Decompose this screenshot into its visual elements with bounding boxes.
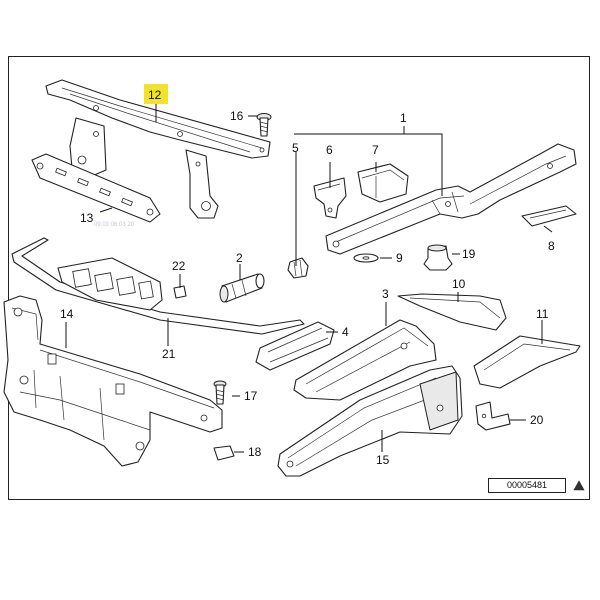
callout-9[interactable]: 9 [396, 251, 403, 265]
part-17-bolt[interactable] [213, 380, 227, 405]
callout-17[interactable]: 17 [244, 389, 258, 403]
part-9-washer[interactable] [353, 253, 379, 263]
part-18-nut[interactable] [213, 445, 235, 461]
callout-15[interactable]: 15 [376, 453, 390, 467]
callout-3[interactable]: 3 [382, 287, 389, 301]
leader-lines [65, 104, 553, 453]
callout-14[interactable]: 14 [60, 307, 74, 321]
part-1-side-rail[interactable] [325, 143, 577, 255]
callout-5[interactable]: 5 [292, 141, 299, 155]
part-5-clip[interactable] [287, 257, 309, 279]
callout-22[interactable]: 22 [172, 259, 186, 273]
part-8-plate[interactable] [521, 205, 577, 227]
callout-20[interactable]: 20 [530, 413, 544, 427]
part-21-trim-strip[interactable] [11, 237, 305, 335]
part-20-angle-bracket[interactable] [475, 401, 511, 431]
part-16-bolt[interactable] [256, 113, 272, 137]
callout-2[interactable]: 2 [236, 251, 243, 265]
part-3-lower-rail[interactable] [293, 319, 437, 401]
diagram-number: 00005481 [488, 478, 566, 493]
part-10-arch-panel[interactable] [397, 293, 507, 331]
part-12-upper-support[interactable] [45, 79, 271, 219]
callout-18[interactable]: 18 [248, 445, 262, 459]
part-13-bracket[interactable] [31, 153, 161, 223]
callout-8[interactable]: 8 [548, 239, 555, 253]
callout-16[interactable]: 16 [230, 109, 244, 123]
callout-7[interactable]: 7 [372, 143, 379, 157]
callout-13[interactable]: 13 [80, 211, 94, 225]
callout-19[interactable]: 19 [462, 247, 476, 261]
part-4-channel[interactable] [255, 321, 335, 371]
callout-6[interactable]: 6 [326, 143, 333, 157]
part-14-front-apron[interactable] [3, 295, 223, 467]
callout-labels: 12 16 1 5 6 7 13 8 2 9 19 22 10 3 14 11 … [60, 84, 555, 467]
part-22-clip[interactable] [173, 285, 187, 299]
callout-12[interactable]: 12 [148, 88, 162, 102]
callout-10[interactable]: 10 [452, 277, 466, 291]
watermark-text: 09.03 06.03 20 [94, 222, 135, 228]
part-6-bracket[interactable] [313, 177, 347, 219]
part-2-sleeve[interactable] [219, 273, 265, 303]
part-15-longitudinal[interactable] [277, 365, 463, 477]
callout-1[interactable]: 1 [400, 111, 407, 125]
part-11-panel[interactable] [473, 335, 581, 389]
part-7-mount[interactable] [357, 163, 409, 203]
triangle-marker-icon [573, 480, 585, 491]
callout-11[interactable]: 11 [536, 307, 549, 321]
callout-21[interactable]: 21 [162, 347, 176, 361]
callout-12-highlight [144, 84, 168, 104]
callout-4[interactable]: 4 [342, 325, 349, 339]
part-19-rubber-mount[interactable] [423, 244, 453, 271]
